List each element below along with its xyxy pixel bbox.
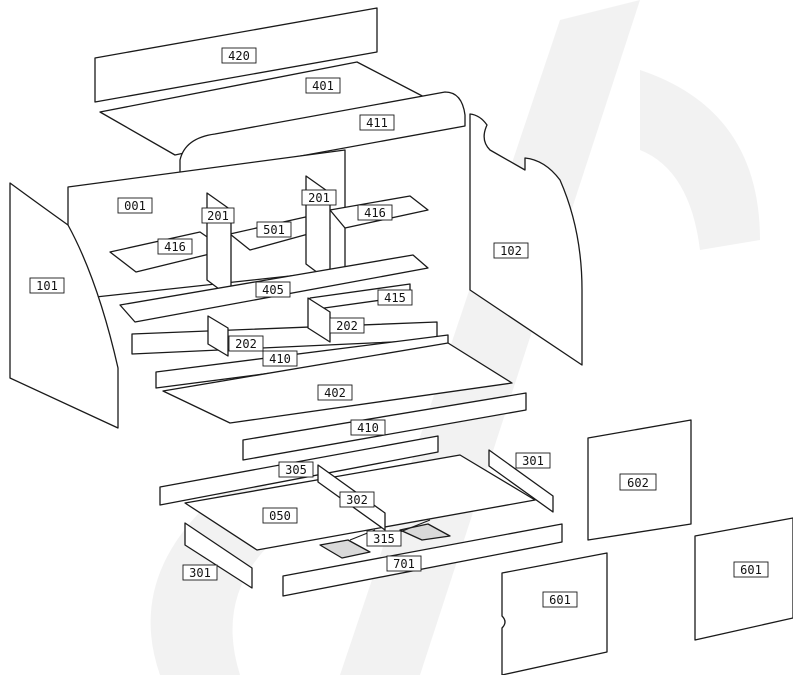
label-410-upper: 410	[262, 350, 298, 367]
svg-text:416: 416	[364, 206, 386, 220]
svg-text:601: 601	[740, 563, 762, 577]
label-302: 302	[339, 491, 375, 508]
panel-601-right	[694, 517, 793, 641]
svg-text:501: 501	[263, 223, 285, 237]
label-315: 315	[366, 530, 402, 547]
panel-601-center	[501, 552, 608, 675]
label-501: 501	[256, 221, 292, 238]
label-202-right: 202	[329, 317, 365, 334]
svg-text:301: 301	[189, 566, 211, 580]
label-102: 102	[493, 242, 529, 259]
svg-text:416: 416	[164, 240, 186, 254]
svg-text:415: 415	[384, 291, 406, 305]
label-301-left: 301	[182, 564, 218, 581]
label-402: 402	[317, 384, 353, 401]
svg-text:411: 411	[366, 116, 388, 130]
label-420: 420	[221, 47, 257, 64]
panel-701	[282, 523, 563, 597]
svg-text:402: 402	[324, 386, 346, 400]
svg-text:315: 315	[373, 532, 395, 546]
svg-text:410: 410	[357, 421, 379, 435]
label-415: 415	[377, 289, 413, 306]
label-101: 101	[29, 277, 65, 294]
label-001: 001	[117, 197, 153, 214]
svg-text:401: 401	[312, 79, 334, 93]
label-416-left: 416	[157, 238, 193, 255]
svg-text:201: 201	[308, 191, 330, 205]
label-050: 050	[262, 507, 298, 524]
label-301-right: 301	[515, 452, 551, 469]
svg-text:101: 101	[36, 279, 58, 293]
label-602: 602	[619, 473, 657, 491]
panel-301-left	[184, 522, 253, 589]
svg-text:410: 410	[269, 352, 291, 366]
svg-text:420: 420	[228, 49, 250, 63]
svg-text:405: 405	[262, 283, 284, 297]
svg-text:201: 201	[207, 209, 229, 223]
panel-402	[162, 342, 513, 424]
svg-text:601: 601	[549, 593, 571, 607]
svg-text:301: 301	[522, 454, 544, 468]
label-410-lower: 410	[350, 419, 386, 436]
svg-text:202: 202	[235, 337, 257, 351]
label-701: 701	[386, 555, 422, 572]
panel-411	[179, 91, 466, 179]
label-416-right: 416	[357, 204, 393, 221]
label-201-right: 201	[301, 189, 337, 206]
label-601-right: 601	[733, 561, 769, 578]
label-401: 401	[305, 77, 341, 94]
label-411: 411	[359, 114, 395, 131]
label-305: 305	[278, 461, 314, 478]
panel-301-right	[488, 449, 554, 513]
label-202-left: 202	[228, 335, 264, 352]
svg-text:701: 701	[393, 557, 415, 571]
panel-202-left	[207, 315, 229, 357]
panel-315-left	[319, 539, 371, 559]
svg-text:050: 050	[269, 509, 291, 523]
svg-text:001: 001	[124, 199, 146, 213]
svg-text:102: 102	[500, 244, 522, 258]
label-201-left: 201	[201, 207, 235, 224]
panel-102	[469, 113, 583, 366]
panel-202-right	[307, 297, 331, 343]
svg-text:202: 202	[336, 319, 358, 333]
label-405: 405	[255, 281, 291, 298]
panel-315-right	[399, 523, 451, 541]
panel-101	[9, 182, 119, 429]
svg-text:302: 302	[346, 493, 368, 507]
svg-text:602: 602	[627, 476, 649, 490]
svg-text:305: 305	[285, 463, 307, 477]
label-601-center: 601	[542, 591, 578, 608]
